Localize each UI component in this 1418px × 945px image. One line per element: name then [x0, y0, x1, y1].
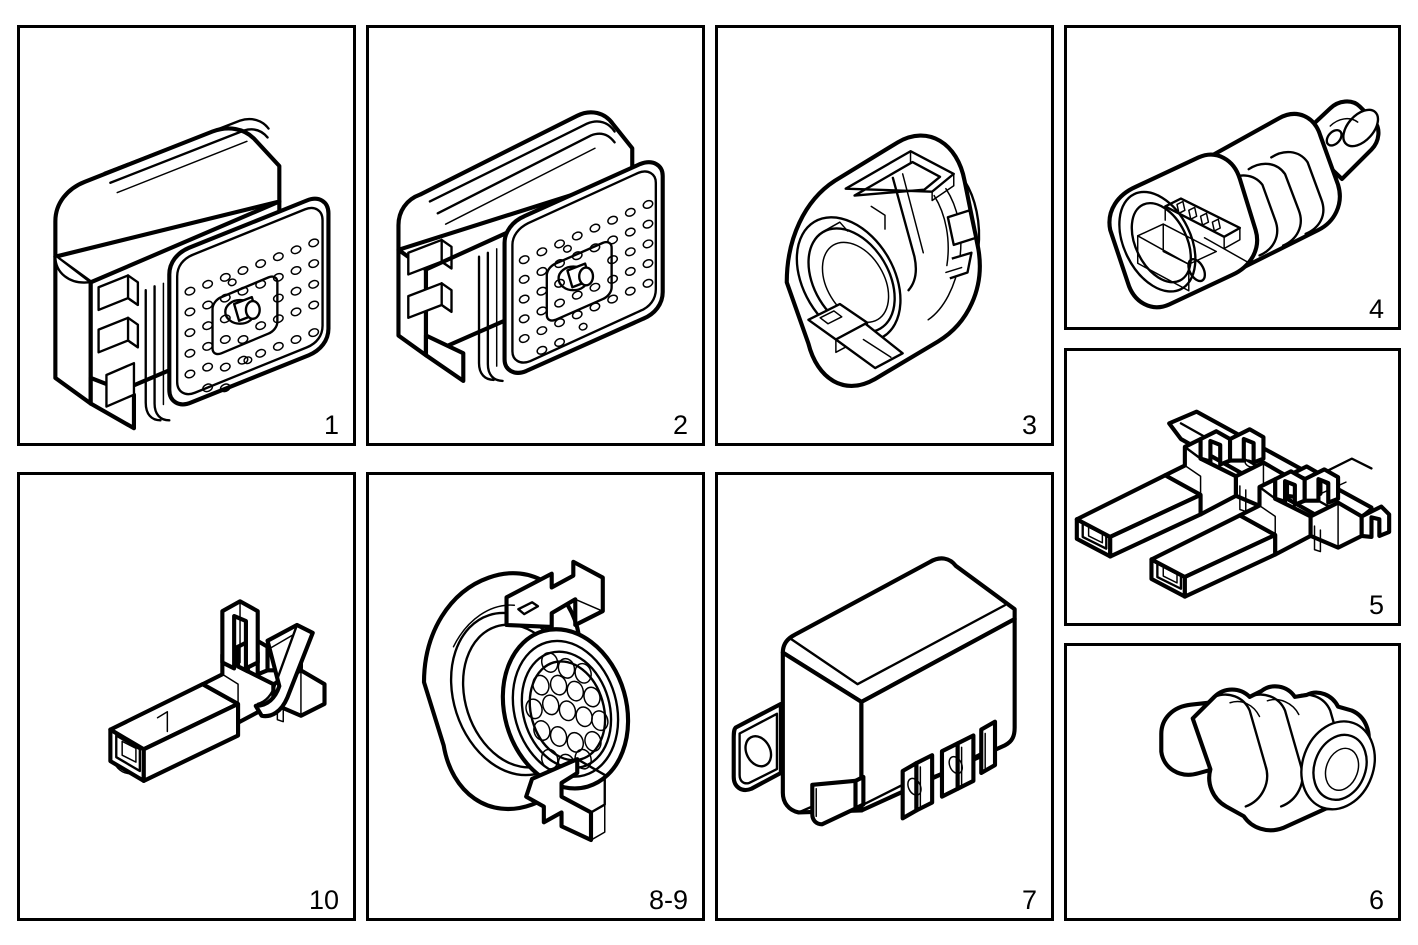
male-blade-terminal-drawing: [20, 475, 353, 918]
panel-label: 3: [1021, 410, 1037, 440]
connector-housing-1-drawing: [20, 28, 353, 443]
panel-label: 6: [1368, 885, 1384, 915]
panel-7: 7: [715, 472, 1054, 921]
terminals-on-carrier-strip-drawing: [1067, 351, 1398, 623]
panel-label: 7: [1021, 885, 1037, 915]
panel-label: 1: [323, 410, 339, 440]
circular-connector-drawing: [369, 475, 702, 918]
connector-housing-2-drawing: [369, 28, 702, 443]
wire-seal-grommet-drawing: [1067, 646, 1398, 918]
panel-label: 8-9: [648, 885, 688, 915]
panel-5: 5: [1064, 348, 1401, 626]
panel-4: 4: [1064, 25, 1401, 330]
panel-10: 10: [17, 472, 356, 921]
panel-6: 6: [1064, 643, 1401, 921]
panel-label: 5: [1368, 590, 1384, 620]
panel-3: 3: [715, 25, 1054, 446]
panel-1: 1: [17, 25, 356, 446]
panel-label: 10: [308, 885, 339, 915]
relay-drawing: [718, 475, 1051, 918]
panel-2: 2: [366, 25, 705, 446]
panel-label: 4: [1368, 294, 1384, 324]
cylindrical-connector-drawing: [718, 28, 1051, 443]
panel-8-9: 8-9: [366, 472, 705, 921]
sealed-inline-connector-drawing: [1067, 28, 1398, 327]
panel-label: 2: [672, 410, 688, 440]
